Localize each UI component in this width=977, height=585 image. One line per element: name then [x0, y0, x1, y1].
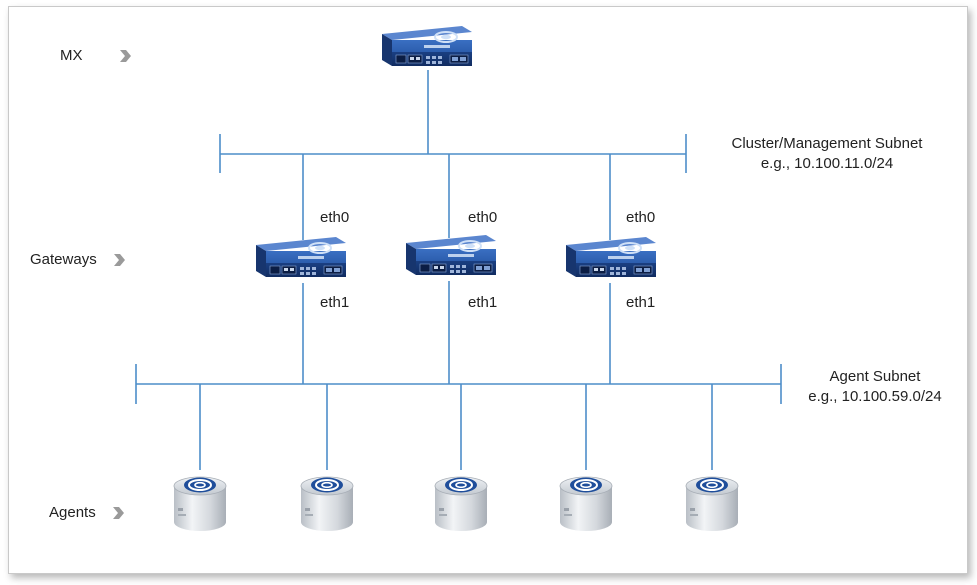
- agent-3-database-icon: [434, 476, 488, 532]
- agent-5-database-icon: [685, 476, 739, 532]
- mx-appliance-icon: [381, 25, 473, 67]
- gw1-eth1-label: eth1: [320, 294, 350, 311]
- diagram-frame: [8, 6, 968, 574]
- row-label-gateways-text: Gateways: [30, 251, 97, 268]
- agent-2-database-icon: [300, 476, 354, 532]
- agent-4-database-icon: [559, 476, 613, 532]
- agent-subnet-label: Agent Subnet e.g., 10.100.59.0/24: [795, 367, 955, 407]
- gw2-eth1-label: eth1: [468, 294, 498, 311]
- gw3-eth0-label: eth0: [626, 209, 656, 226]
- row-label-agents: Agents: [49, 504, 126, 521]
- row-label-mx: MX: [60, 47, 133, 64]
- gw1-eth0-label: eth0: [320, 209, 350, 226]
- chevron-right-icon: [119, 49, 131, 62]
- cluster-subnet-name: Cluster/Management Subnet: [731, 135, 923, 152]
- network-links: [135, 70, 782, 470]
- gateway-2-appliance-icon: [405, 234, 497, 276]
- gateway-3-appliance-icon: [565, 236, 657, 278]
- agent-subnet-example: e.g., 10.100.59.0/24: [808, 388, 942, 405]
- gateway-1-appliance-icon: [255, 236, 347, 278]
- gw3-eth1-label: eth1: [626, 294, 656, 311]
- chevron-right-icon: [112, 506, 124, 519]
- cluster-subnet-example: e.g., 10.100.11.0/24: [760, 155, 894, 172]
- gw2-eth0-label: eth0: [468, 209, 498, 226]
- chevron-right-icon: [113, 253, 125, 266]
- agent-1-database-icon: [173, 476, 227, 532]
- row-label-gateways: Gateways: [30, 251, 127, 268]
- cluster-subnet-label: Cluster/Management Subnet e.g., 10.100.1…: [712, 134, 942, 174]
- agent-subnet-name: Agent Subnet: [829, 368, 921, 385]
- row-label-agents-text: Agents: [49, 504, 96, 521]
- row-label-mx-text: MX: [60, 47, 83, 64]
